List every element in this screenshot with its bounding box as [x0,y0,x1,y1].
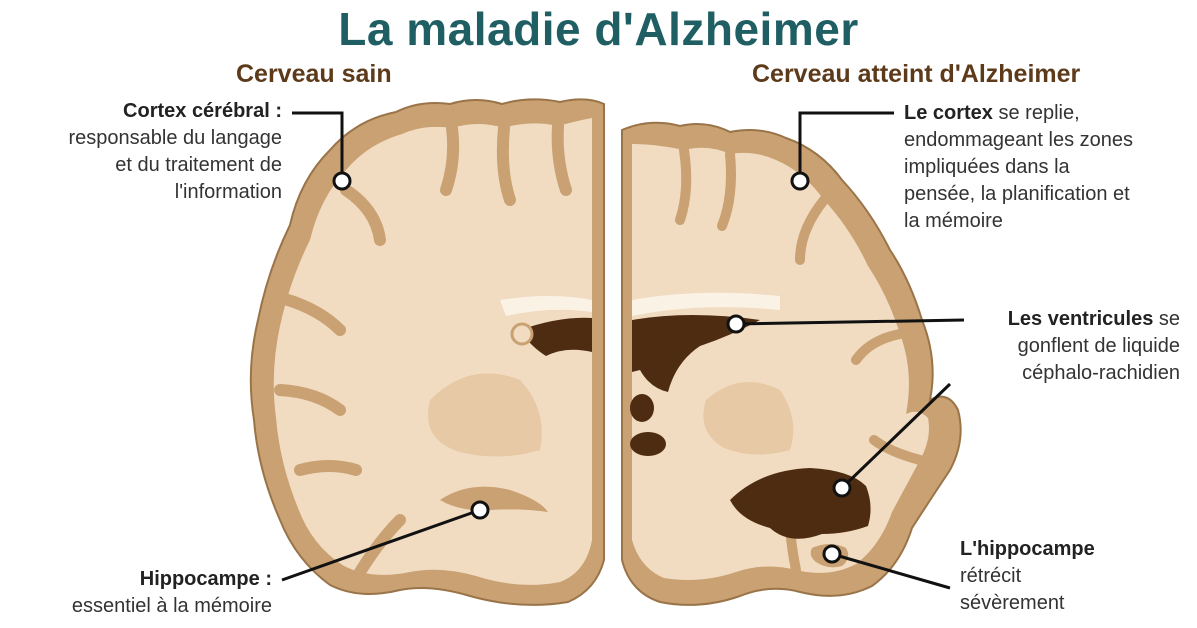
label-cortex-healthy-line-3: l'information [0,179,282,206]
label-ventricles-alz-line-2: céphalo-rachidien [950,360,1180,387]
label-cortex-alz-title: Le cortex [904,102,993,124]
marker-hippocampus-alz [824,546,840,562]
marker-hippocampus-healthy [472,502,488,518]
label-cortex-healthy-title: Cortex cérébral : [123,100,282,122]
page-title: La maladie d'Alzheimer [0,2,1197,56]
label-cortex-healthy-line-2: et du traitement de [0,152,282,179]
marker-ventricles-alz-lower [834,480,850,496]
marker-cortex-alz [792,173,808,189]
label-cortex-alz-line-4: la mémoire [904,208,1194,235]
heading-alzheimer-brain: Cerveau atteint d'Alzheimer [752,60,1080,89]
label-cortex-alz-line-2: impliquées dans la [904,154,1194,181]
label-cortex-alz-title-suffix: se replie, [993,102,1080,124]
heading-healthy-brain: Cerveau sain [236,60,392,89]
label-cortex-healthy: Cortex cérébral : responsable du langage… [0,98,282,206]
label-hippocampus-alz-title: L'hippocampe [960,538,1095,560]
label-ventricles-alz-line-1: gonflent de liquide [950,333,1180,360]
label-ventricles-alz-title-suffix: se [1153,308,1180,330]
label-ventricles-alz-title: Les ventricules [1008,308,1154,330]
label-hippocampus-healthy-line-1: essentiel à la mémoire [0,593,272,620]
label-hippocampus-healthy: Hippocampe : essentiel à la mémoire [0,566,272,620]
label-cortex-alz-line-3: pensée, la planification et [904,181,1194,208]
label-ventricles-alz: Les ventricules se gonflent de liquide c… [950,306,1180,387]
label-cortex-alz-line-1: endommageant les zones [904,127,1194,154]
label-hippocampus-alz-line-2: sévèrement [960,590,1095,617]
label-cortex-alz: Le cortex se replie, endommageant les zo… [904,100,1194,235]
marker-cortex-healthy [334,173,350,189]
marker-ventricles-alz [728,316,744,332]
label-hippocampus-alz-line-1: rétrécit [960,563,1095,590]
label-cortex-healthy-line-1: responsable du langage [0,125,282,152]
label-hippocampus-healthy-title: Hippocampe : [140,568,272,590]
label-hippocampus-alz: L'hippocampe rétrécit sévèrement [960,536,1095,617]
